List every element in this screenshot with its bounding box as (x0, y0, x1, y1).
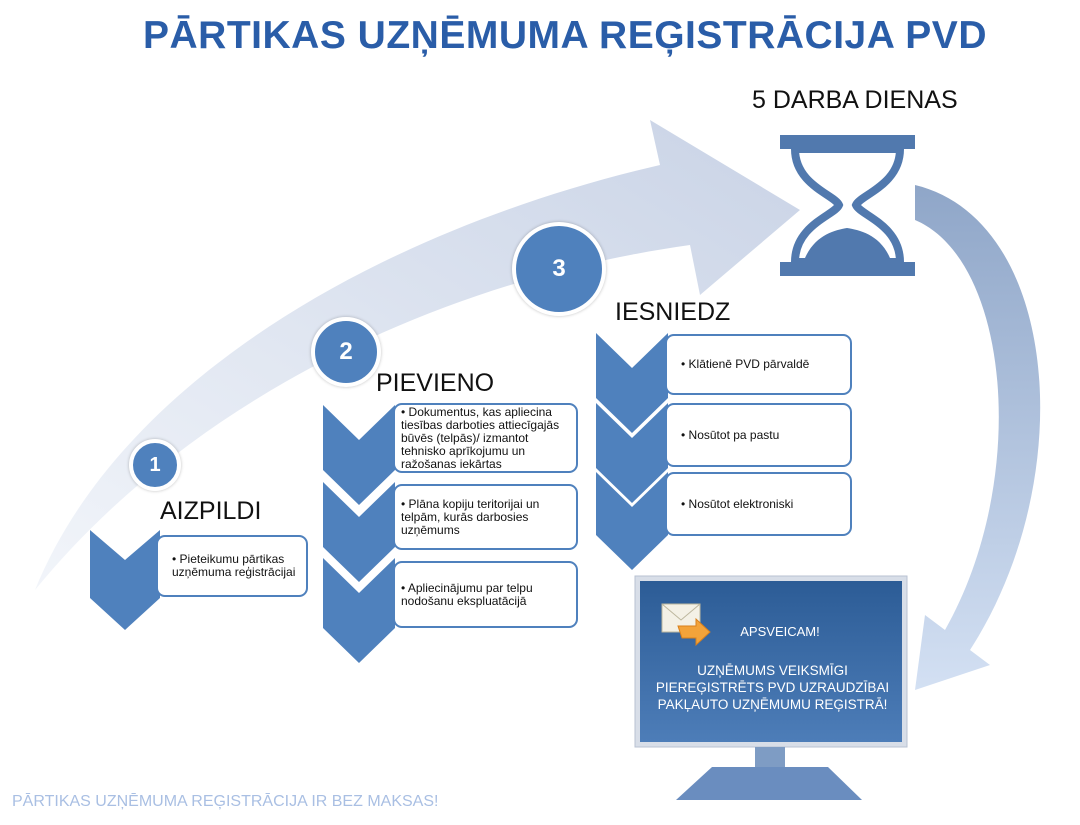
step-2-item: Plāna kopiju teritorijai un telpām, kurā… (393, 484, 578, 550)
duration-label: 5 DARBA DIENAS (752, 86, 958, 114)
step-2-item: Dokumentus, kas apliecina tiesības darbo… (393, 403, 578, 473)
step-1-number: 1 (129, 439, 181, 491)
monitor-heading: APSVEICAM! (740, 624, 820, 639)
step-3-item: Nosūtot pa pastu (665, 403, 852, 467)
footer-note: PĀRTIKAS UZŅĒMUMA REĢISTRĀCIJA IR BEZ MA… (12, 793, 439, 810)
step-2-item: Apliecinājumu par telpu nodošanu eksplua… (393, 561, 578, 628)
step-2-label: PIEVIENO (376, 369, 495, 397)
item-text: Dokumentus, kas apliecina tiesības darbo… (401, 405, 576, 471)
item-text: Plāna kopiju teritorijai un telpām, kurā… (401, 497, 576, 537)
item-text: Nosūtot elektroniski (681, 497, 794, 511)
item-text: Apliecinājumu par telpu nodošanu eksplua… (401, 581, 576, 608)
step-3-label: IESNIEDZ (615, 298, 731, 326)
big-progress-arrow (35, 120, 800, 590)
chevrons (90, 333, 668, 663)
envelope-icon (661, 603, 711, 647)
item-text: Klātienē PVD pārvaldē (681, 358, 810, 371)
hourglass-icon (780, 135, 915, 276)
monitor-message: UZŅĒMUMS VEIKSMĪGI PIEREĢISTRĒTS PVD UZR… (655, 663, 890, 712)
step-1-label: AIZPILDI (160, 497, 262, 525)
curved-arrow (915, 185, 1041, 690)
step-3-number: 3 (512, 222, 606, 316)
step-2-number: 2 (311, 317, 381, 387)
step-1-item: Pieteikumu pārtikas uzņēmuma reģistrācij… (156, 535, 308, 597)
item-text: Pieteikumu pārtikas uzņēmuma reģistrācij… (172, 553, 306, 579)
step-3-item: Nosūtot elektroniski (665, 472, 852, 536)
step-3-item: Klātienē PVD pārvaldē (665, 334, 852, 395)
page-title: PĀRTIKAS UZŅĒMUMA REĢISTRĀCIJA PVD (143, 14, 987, 57)
item-text: Nosūtot pa pastu (681, 428, 780, 442)
